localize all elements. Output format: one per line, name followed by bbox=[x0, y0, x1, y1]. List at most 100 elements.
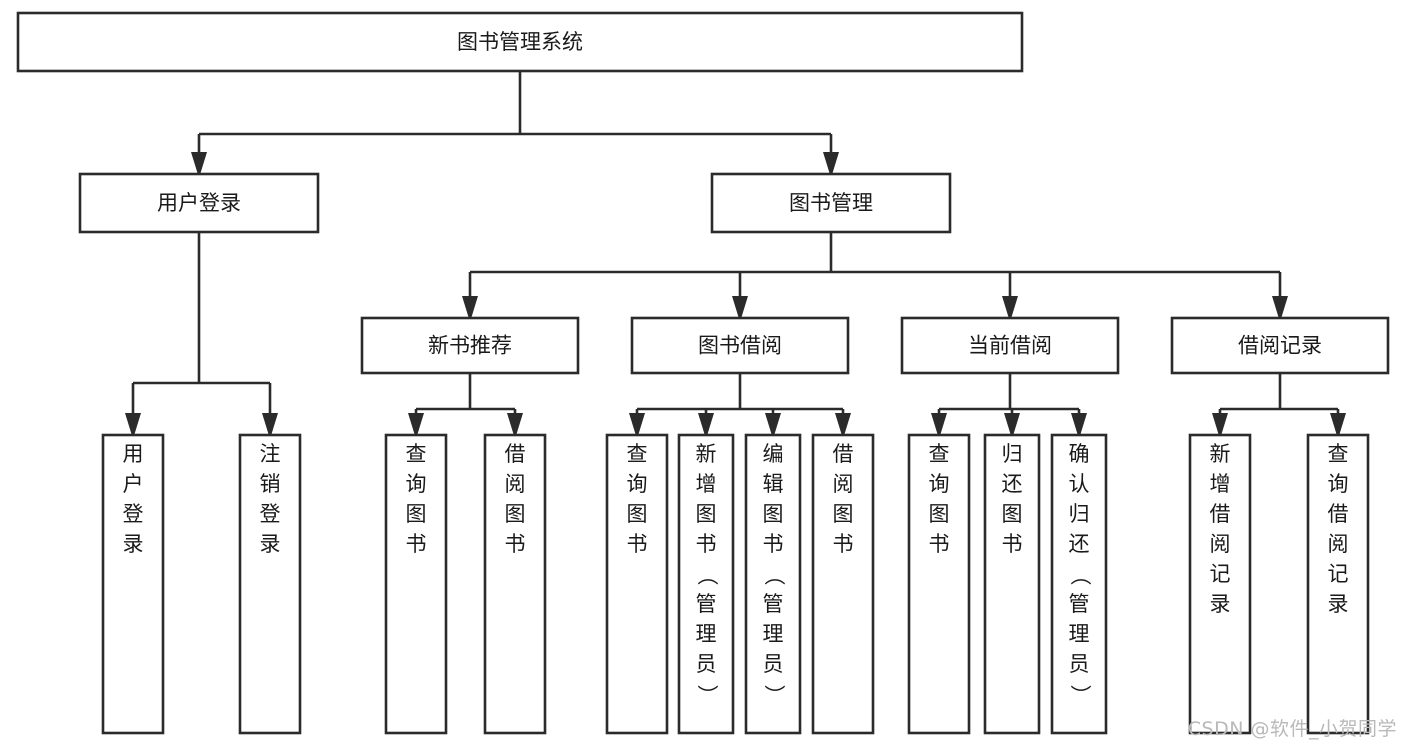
node-user-login[interactable]: 用户登录 bbox=[78, 172, 320, 234]
node-leaf-borrow-book-1-label-char: 图 bbox=[505, 502, 526, 526]
node-leaf-query-book-1-label-char: 询 bbox=[406, 472, 427, 496]
node-book-borrow-rect bbox=[630, 316, 850, 375]
node-leaf-user-login-label-char: 户 bbox=[123, 472, 144, 496]
node-leaf-return-book-label-char: 书 bbox=[1002, 532, 1023, 556]
node-leaf-add-book-label-char: 员 bbox=[696, 652, 717, 676]
node-leaf-query-book-1-rect bbox=[384, 433, 448, 735]
node-leaf-confirm-return-label-char: 还 bbox=[1069, 532, 1090, 556]
node-user-login-label: 用户登录 bbox=[157, 191, 241, 215]
node-borrow-record-rect bbox=[1170, 316, 1390, 375]
arrow-book-manage-to-borrow-record bbox=[1272, 296, 1288, 322]
node-leaf-query-book-3-label-char: 询 bbox=[929, 472, 950, 496]
node-leaf-query-record-label-char: 录 bbox=[1328, 592, 1349, 616]
node-leaf-query-book-2-label-char: 查 bbox=[627, 442, 648, 466]
node-leaf-user-logout-label-char: 登 bbox=[260, 502, 281, 526]
node-leaf-borrow-book-2-label-char: 图 bbox=[833, 502, 854, 526]
node-leaf-edit-book-label-char: 管 bbox=[763, 592, 784, 616]
node-leaf-add-record-label-char: 增 bbox=[1210, 472, 1231, 496]
node-root-label: 图书管理系统 bbox=[457, 30, 583, 54]
node-leaf-confirm-return-label-char: 员 bbox=[1069, 652, 1090, 676]
node-leaf-query-record-rect bbox=[1306, 433, 1370, 735]
arrow-root-to-book-manage bbox=[823, 152, 839, 178]
node-leaf-query-record-label-char: 阅 bbox=[1328, 532, 1349, 556]
node-leaf-query-record-label-char: 询 bbox=[1328, 472, 1349, 496]
node-book-borrow[interactable]: 图书借阅 bbox=[630, 316, 850, 375]
node-leaf-return-book-rect bbox=[983, 433, 1041, 735]
connector-layer bbox=[125, 71, 1346, 439]
node-current-borrow-label: 当前借阅 bbox=[968, 334, 1052, 358]
node-leaf-borrow-book-2-label-char: 书 bbox=[833, 532, 854, 556]
arrow-new-book-recommend-to-leaf-borrow-book-1 bbox=[507, 413, 523, 439]
node-leaf-query-book-2-rect bbox=[605, 433, 669, 735]
node-leaf-borrow-book-2-label-char: 借 bbox=[833, 442, 854, 466]
node-leaf-add-book-label-char: 管 bbox=[696, 592, 717, 616]
node-leaf-add-book-label-char: 书 bbox=[696, 532, 717, 556]
node-leaf-query-book-3-label-char: 图 bbox=[929, 502, 950, 526]
node-leaf-user-login-label-char: 录 bbox=[123, 532, 144, 556]
node-leaf-confirm-return-label-char: 管 bbox=[1069, 592, 1090, 616]
node-new-book-recommend-label: 新书推荐 bbox=[428, 334, 512, 358]
arrow-user-login-to-leaf-user-logout bbox=[262, 413, 278, 439]
arrow-user-login-to-leaf-user-login bbox=[125, 413, 141, 439]
node-leaf-user-login-rect bbox=[101, 433, 165, 735]
node-leaf-add-book-label-char: 理 bbox=[696, 622, 717, 646]
node-leaf-query-record-label-char: 借 bbox=[1328, 502, 1349, 526]
node-leaf-user-login[interactable]: 用户登录 bbox=[101, 433, 165, 735]
node-leaf-edit-book-rect bbox=[744, 433, 802, 735]
node-leaf-add-record-label-char: 借 bbox=[1210, 502, 1231, 526]
node-root[interactable]: 图书管理系统 bbox=[16, 11, 1024, 73]
node-book-manage[interactable]: 图书管理 bbox=[710, 172, 952, 234]
node-book-manage-rect bbox=[710, 172, 952, 234]
node-leaf-add-book-label-char: 新 bbox=[696, 442, 717, 466]
node-leaf-add-record-rect bbox=[1188, 433, 1252, 735]
node-current-borrow-rect bbox=[900, 316, 1120, 375]
node-borrow-record[interactable]: 借阅记录 bbox=[1170, 316, 1390, 375]
node-leaf-return-book-label-char: 归 bbox=[1002, 442, 1023, 466]
node-leaf-confirm-return-label-char: 归 bbox=[1069, 502, 1090, 526]
node-new-book-recommend-rect bbox=[360, 316, 580, 375]
arrow-new-book-recommend-to-leaf-query-book-1 bbox=[408, 413, 424, 439]
node-leaf-query-book-1-label-char: 书 bbox=[406, 532, 427, 556]
node-leaf-edit-book-label-char: ） bbox=[762, 685, 786, 706]
node-leaf-add-book-label-char: （ bbox=[695, 565, 719, 586]
node-leaf-borrow-book-1-rect bbox=[483, 433, 547, 735]
node-leaf-query-book-2-label-char: 书 bbox=[627, 532, 648, 556]
arrow-book-borrow-to-leaf-borrow-book-2 bbox=[835, 413, 851, 439]
node-leaf-edit-book-label-char: 图 bbox=[763, 502, 784, 526]
node-leaf-edit-book-label-char: 员 bbox=[763, 652, 784, 676]
arrow-borrow-record-to-leaf-add-record bbox=[1212, 413, 1228, 439]
arrow-borrow-record-to-leaf-query-record bbox=[1330, 413, 1346, 439]
arrow-book-manage-to-current-borrow bbox=[1002, 296, 1018, 322]
arrow-book-borrow-to-leaf-add-book bbox=[698, 413, 714, 439]
node-leaf-add-record-label-char: 记 bbox=[1210, 562, 1231, 586]
arrow-root-to-user-login bbox=[191, 152, 207, 178]
node-leaf-borrow-book-1-label-char: 书 bbox=[505, 532, 526, 556]
node-current-borrow[interactable]: 当前借阅 bbox=[900, 316, 1120, 375]
node-new-book-recommend[interactable]: 新书推荐 bbox=[360, 316, 580, 375]
node-leaf-user-login-label-char: 登 bbox=[123, 502, 144, 526]
node-leaf-add-record-label-char: 录 bbox=[1210, 592, 1231, 616]
node-leaf-add-book-label-char: 增 bbox=[696, 472, 717, 496]
node-leaf-edit-book-label-char: （ bbox=[762, 565, 786, 586]
node-book-manage-label: 图书管理 bbox=[789, 191, 873, 215]
node-borrow-record-label: 借阅记录 bbox=[1238, 334, 1322, 358]
arrow-book-manage-to-book-borrow bbox=[732, 296, 748, 322]
node-leaf-confirm-return-label-char: 确 bbox=[1069, 442, 1090, 466]
node-leaf-add-book-rect bbox=[677, 433, 735, 735]
arrow-current-borrow-to-leaf-query-book-3 bbox=[931, 413, 947, 439]
node-leaf-borrow-book-2-label-char: 阅 bbox=[833, 472, 854, 496]
